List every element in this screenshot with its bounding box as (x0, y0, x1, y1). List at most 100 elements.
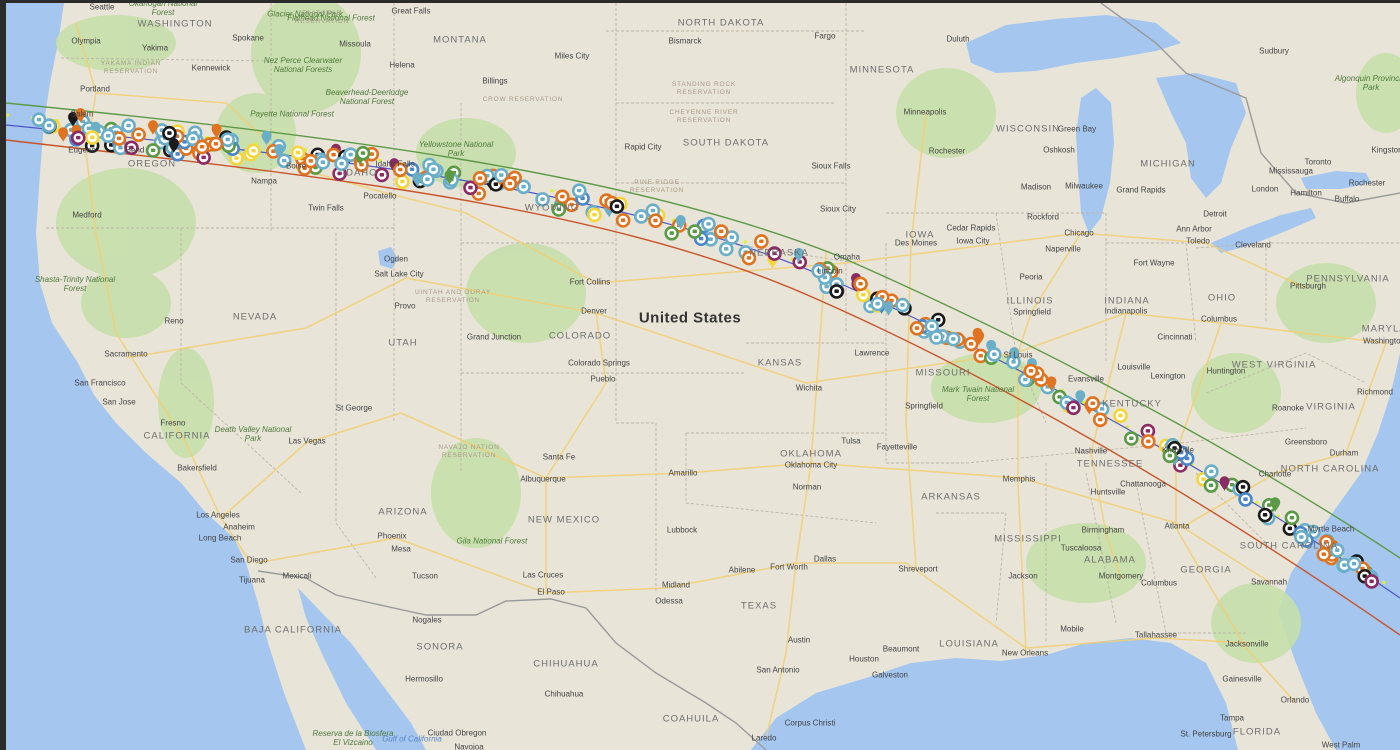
event-marker[interactable] (1219, 476, 1230, 492)
event-marker[interactable] (855, 287, 871, 303)
event-marker[interactable] (472, 171, 488, 186)
event-marker[interactable] (502, 176, 518, 191)
pin-marker-icon[interactable] (1270, 497, 1281, 513)
event-marker[interactable] (1204, 464, 1219, 479)
event-marker[interactable] (1046, 376, 1057, 392)
event-marker[interactable] (609, 199, 625, 214)
event-marker[interactable] (516, 179, 531, 195)
pin-marker-icon[interactable] (1219, 476, 1230, 492)
pin-marker-icon[interactable] (274, 144, 285, 160)
event-markers[interactable] (31, 108, 1379, 589)
pin-marker-icon[interactable] (793, 247, 804, 263)
pin-marker-icon[interactable] (412, 172, 423, 188)
pin-marker-icon[interactable] (211, 123, 222, 139)
event-marker[interactable] (870, 296, 885, 312)
event-marker[interactable] (1140, 434, 1156, 449)
event-marker[interactable] (1364, 574, 1379, 589)
event-marker[interactable] (1124, 431, 1139, 446)
pin-marker-icon[interactable] (261, 130, 272, 146)
event-marker[interactable] (220, 132, 235, 147)
event-marker[interactable] (633, 209, 649, 224)
event-marker[interactable] (208, 136, 224, 152)
event-marker[interactable] (564, 197, 579, 213)
event-marker[interactable] (741, 250, 757, 266)
event-marker[interactable] (767, 246, 782, 261)
event-marker[interactable] (1316, 547, 1332, 562)
pin-marker-icon[interactable] (444, 169, 455, 185)
event-marker[interactable] (974, 330, 985, 346)
event-marker[interactable] (1270, 497, 1281, 513)
event-marker[interactable] (68, 111, 79, 127)
event-marker[interactable] (909, 320, 925, 336)
event-marker[interactable] (829, 284, 844, 299)
event-marker[interactable] (754, 234, 769, 249)
event-marker[interactable] (145, 143, 161, 158)
event-marker[interactable] (1009, 347, 1020, 363)
event-marker[interactable] (389, 158, 400, 174)
event-marker[interactable] (535, 192, 550, 207)
pin-marker-icon[interactable] (147, 120, 158, 136)
event-marker[interactable] (946, 331, 961, 347)
pin-marker-icon[interactable] (1009, 347, 1020, 363)
pin-marker-icon[interactable] (168, 138, 179, 154)
pin-marker-icon[interactable] (1046, 376, 1057, 392)
event-marker[interactable] (718, 241, 734, 257)
event-marker[interactable] (70, 130, 86, 146)
event-marker[interactable] (551, 202, 567, 217)
event-marker[interactable] (85, 130, 100, 145)
event-marker[interactable] (420, 172, 435, 187)
event-marker[interactable] (986, 339, 997, 355)
event-marker[interactable] (131, 127, 146, 143)
pin-marker-icon[interactable] (90, 121, 101, 137)
event-marker[interactable] (315, 155, 331, 170)
event-marker[interactable] (276, 153, 292, 169)
event-marker[interactable] (334, 156, 349, 172)
pin-marker-icon[interactable] (675, 215, 686, 231)
event-marker[interactable] (615, 213, 631, 228)
event-marker[interactable] (793, 247, 804, 263)
event-marker[interactable] (1023, 363, 1039, 379)
event-marker[interactable] (924, 319, 940, 334)
event-marker[interactable] (675, 215, 686, 231)
event-marker[interactable] (701, 216, 716, 232)
event-marker[interactable] (274, 144, 285, 160)
event-marker[interactable] (493, 167, 509, 183)
event-marker[interactable] (1329, 543, 1345, 558)
event-marker[interactable] (147, 120, 158, 136)
event-marker[interactable] (587, 207, 602, 223)
event-marker[interactable] (687, 224, 703, 239)
event-marker[interactable] (883, 301, 894, 317)
event-marker[interactable] (290, 145, 306, 161)
event-marker[interactable] (412, 172, 423, 188)
event-marker[interactable] (713, 224, 729, 239)
event-marker[interactable] (58, 127, 69, 143)
event-marker[interactable] (261, 130, 272, 146)
pin-marker-icon[interactable] (68, 111, 79, 127)
event-marker[interactable] (75, 108, 86, 124)
event-marker[interactable] (168, 138, 179, 154)
event-marker[interactable] (1092, 412, 1108, 428)
event-marker[interactable] (196, 150, 211, 165)
event-marker[interactable] (374, 167, 390, 183)
event-marker[interactable] (124, 140, 139, 156)
event-marker[interactable] (463, 180, 478, 196)
event-marker[interactable] (392, 162, 408, 178)
event-marker[interactable] (724, 230, 740, 245)
event-marker[interactable] (1319, 534, 1334, 550)
event-marker[interactable] (648, 213, 663, 228)
event-marker[interactable] (1162, 448, 1178, 464)
event-marker[interactable] (1085, 396, 1101, 411)
pin-marker-icon[interactable] (883, 301, 894, 317)
event-marker[interactable] (1235, 479, 1251, 495)
event-marker[interactable] (100, 128, 116, 144)
event-marker[interactable] (571, 183, 587, 199)
event-marker[interactable] (355, 145, 371, 161)
event-marker[interactable] (1294, 529, 1309, 545)
event-marker[interactable] (853, 276, 868, 292)
event-marker[interactable] (1066, 400, 1081, 416)
event-marker[interactable] (555, 189, 570, 205)
event-marker[interactable] (1257, 507, 1273, 523)
pin-marker-icon[interactable] (986, 339, 997, 355)
event-marker[interactable] (1113, 408, 1128, 423)
